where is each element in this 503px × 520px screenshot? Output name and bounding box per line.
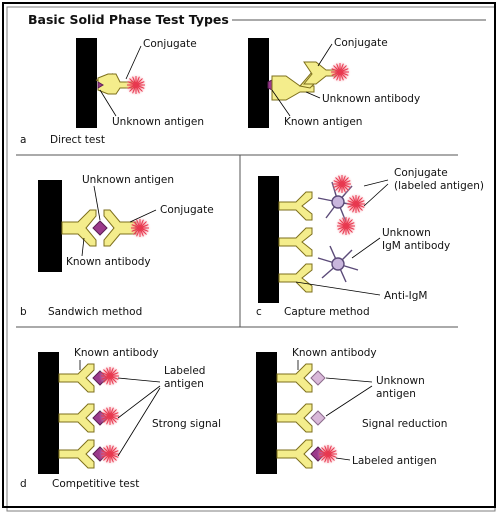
- solid-phase-a-right: [248, 38, 269, 128]
- unknown-antigen-d-right-2: [310, 410, 326, 426]
- known-antibody-d-right-3: [276, 439, 313, 469]
- label-unknown-d-right: Unknown: [376, 375, 425, 387]
- anti-igm-antibody-3: [278, 263, 313, 293]
- caption-a: Direct test: [50, 134, 105, 146]
- panel-b: Unknown antigen Conjugate Known antibody…: [20, 174, 214, 318]
- unknown-antigen-d-right-1: [310, 370, 326, 386]
- label-known-antibody-d-left: Known antibody: [74, 347, 159, 359]
- label-conjugate-a-left: Conjugate: [143, 38, 197, 50]
- label-conjugate-a-right: Conjugate: [334, 37, 388, 49]
- panel-d: Known antibody Labeled antigen Strong si…: [20, 347, 447, 490]
- label-conjugate-c-sub: (labeled antigen): [394, 180, 484, 192]
- known-antibody-d-left-2: [58, 403, 95, 433]
- panel-c: Conjugate (labeled antigen) Unknown IgM …: [256, 167, 484, 318]
- known-antibody-d-right-2: [276, 403, 313, 433]
- label-unknown-antigen-b: Unknown antigen: [82, 174, 174, 186]
- label-known-antibody-d-right: Known antibody: [292, 347, 377, 359]
- label-burst-d-left-3: [98, 442, 122, 466]
- label-conjugate-c: Conjugate: [394, 167, 448, 179]
- conjugate-antibody-b: [103, 209, 137, 247]
- outer-shadow: [6, 6, 496, 512]
- label-burst-a-right: [328, 60, 352, 84]
- known-antibody-b: [61, 209, 97, 247]
- known-antibody-d-left-1: [58, 363, 95, 393]
- solid-phase-b: [38, 180, 62, 272]
- anti-igm-antibody-2: [278, 227, 313, 257]
- label-labeled-d-left-sub: antigen: [164, 378, 204, 390]
- known-antibody-d-right-1: [276, 363, 313, 393]
- label-burst-d-left-1: [98, 364, 122, 388]
- label-burst-a-left: [124, 73, 148, 97]
- solid-phase-d-right: [256, 352, 277, 474]
- label-known-antibody-b: Known antibody: [66, 256, 151, 268]
- panel-letter-d: d: [20, 478, 27, 490]
- caption-b: Sandwich method: [48, 306, 142, 318]
- label-burst-d-right: [316, 442, 340, 466]
- label-labeled-d-left: Labeled: [164, 365, 205, 377]
- label-labeled-antigen-d-right: Labeled antigen: [352, 455, 437, 467]
- anti-igm-antibody-1: [278, 191, 313, 221]
- label-unknown-antibody-a-right: Unknown antibody: [322, 93, 420, 105]
- solid-phase-c: [258, 176, 279, 303]
- label-burst-c-2: [344, 192, 368, 216]
- label-burst-c-3: [334, 214, 358, 238]
- solid-phase-d-left: [38, 352, 59, 474]
- label-unknown-d-right-sub: antigen: [376, 388, 416, 400]
- signal-d-right: Signal reduction: [362, 418, 447, 430]
- label-conjugate-b: Conjugate: [160, 204, 214, 216]
- panel-letter-a: a: [20, 134, 26, 146]
- known-antibody-d-left-3: [58, 439, 95, 469]
- label-igm-c: Unknown: [382, 227, 431, 239]
- signal-d-left: Strong signal: [152, 418, 221, 430]
- unknown-antigen-b: [92, 220, 108, 236]
- unknown-antigen-a-left: [97, 81, 104, 89]
- panel-letter-c: c: [256, 306, 262, 318]
- label-unknown-antigen-a-left: Unknown antigen: [112, 116, 204, 128]
- label-igm-c-sub: IgM antibody: [382, 240, 450, 252]
- caption-d: Competitive test: [52, 478, 139, 490]
- panel-letter-b: b: [20, 306, 27, 318]
- label-anti-igm-c: Anti-IgM: [384, 290, 427, 302]
- solid-phase-a-left: [76, 38, 97, 128]
- panel-a: Conjugate Unknown antigen Conjugate Unkn…: [20, 37, 420, 146]
- label-burst-c-1: [330, 172, 354, 196]
- figure-title: Basic Solid Phase Test Types: [28, 12, 229, 27]
- label-known-antigen-a-right: Known antigen: [284, 116, 362, 128]
- label-burst-d-left-2: [98, 404, 122, 428]
- caption-c: Capture method: [284, 306, 370, 318]
- igm-pentamer-bottom: [317, 245, 359, 283]
- label-burst-b: [128, 216, 152, 240]
